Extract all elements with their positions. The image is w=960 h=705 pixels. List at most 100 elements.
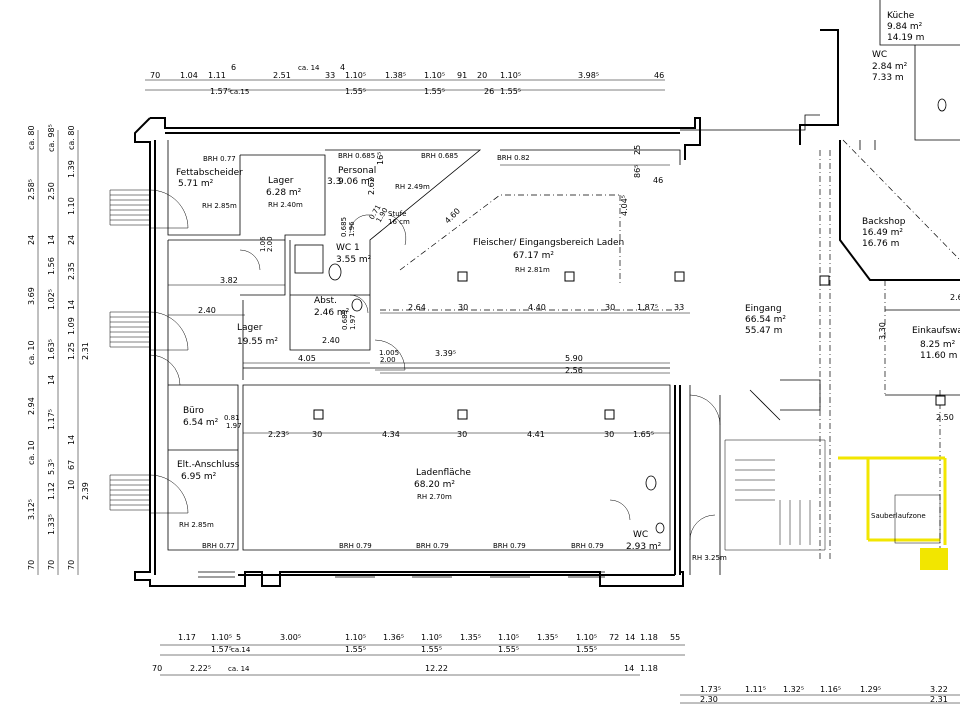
abst-name: Abst. bbox=[314, 296, 337, 306]
buero-area: 6.54 m² bbox=[183, 418, 219, 428]
dimension-label: 72 bbox=[609, 633, 619, 642]
dimension-label: 1.55⁵ bbox=[498, 645, 519, 654]
dimension-label: 5.90 bbox=[565, 354, 583, 363]
dimension-label: 14 bbox=[67, 435, 76, 445]
brh-bottom-4: BRH 0.79 bbox=[493, 542, 526, 550]
dimension-label: 1.25 bbox=[67, 342, 76, 360]
elt-name: Elt.-Anschluss bbox=[177, 460, 240, 470]
dimension-label: 24 bbox=[67, 235, 76, 245]
dimension-label: 30 bbox=[312, 430, 322, 439]
dimension-label: 30 bbox=[457, 430, 467, 439]
dimension-label: 67 bbox=[67, 460, 76, 470]
dimension-label: ca.15 bbox=[230, 88, 249, 96]
dimension-label: 1.33⁵ bbox=[47, 514, 56, 535]
dimension-label: 1.10⁵ bbox=[421, 633, 442, 642]
dimension-label: 3.69 bbox=[27, 287, 36, 305]
brh-bottom-1: BRH 0.77 bbox=[202, 542, 235, 550]
dimension-label: ca. 80 bbox=[27, 125, 36, 150]
dimension-label: 70 bbox=[47, 560, 56, 570]
elt-area: 6.95 m² bbox=[181, 472, 217, 482]
dimension-label: 1.29⁵ bbox=[860, 685, 881, 694]
dimension-label: 2.22⁵ bbox=[190, 664, 211, 673]
personal-prefix: 3.3 bbox=[327, 177, 341, 187]
door-swings bbox=[149, 189, 721, 541]
stufe-label: Stufe bbox=[388, 210, 406, 218]
dimension-label: 91 bbox=[457, 71, 467, 80]
dimension-label: 14 bbox=[625, 633, 635, 642]
kueche-area1: 9.84 m² bbox=[887, 22, 923, 32]
stairs-left bbox=[109, 189, 150, 511]
wc-door-h: 1.96 bbox=[348, 221, 356, 237]
backshop-area1: 16.49 m² bbox=[862, 228, 903, 238]
fleischer-name: Fleischer/ Eingangsbereich Laden bbox=[473, 238, 624, 248]
dimension-label: 1.55⁵ bbox=[576, 645, 597, 654]
dimension-label: ca. 10 bbox=[27, 440, 36, 465]
dimension-label: 2.35 bbox=[67, 262, 76, 280]
dimension-label: 1.12 bbox=[47, 482, 56, 500]
dimension-label: 1.55⁵ bbox=[345, 87, 366, 96]
door-buero-w: 0.81 bbox=[224, 414, 240, 422]
dimension-label: 5 bbox=[236, 633, 241, 642]
dimension-label: 1.02⁵ bbox=[47, 289, 56, 310]
dimension-label: 2.40 bbox=[198, 306, 216, 315]
dimension-label: 5.3⁵ bbox=[47, 459, 56, 475]
brh-bottom-5: BRH 0.79 bbox=[571, 542, 604, 550]
dimension-bottom-row3: 70 2.22⁵ ca. 14 12.22 14 1.18 bbox=[152, 664, 658, 673]
dimension-label: 1.65⁵ bbox=[633, 430, 654, 439]
dimension-label: 1.04 bbox=[180, 71, 198, 80]
kueche-name: Küche bbox=[887, 11, 915, 21]
dimension-label: 3.22 bbox=[930, 685, 948, 694]
dimension-label: ca. 98⁵ bbox=[47, 124, 56, 152]
dimension-label: 1.11⁵ bbox=[745, 685, 766, 694]
dimension-label: 2.64 bbox=[408, 303, 426, 312]
dimension-label: 1.10 bbox=[67, 197, 76, 215]
lager-small-rh: RH 2.40m bbox=[268, 201, 303, 209]
dimension-label: 2.39 bbox=[81, 482, 90, 500]
dimension-label: 1.36⁵ bbox=[383, 633, 404, 642]
personal-area: 9.06 m² bbox=[338, 177, 374, 187]
dimension-label: ca. 10 bbox=[27, 340, 36, 365]
wc3-area1: 2.84 m² bbox=[872, 62, 908, 72]
dimension-inner: 3.82 2.40 2.40 4.05 3.39⁵ 5.90 2.56 2.64… bbox=[198, 145, 960, 439]
sauberlaufzone-highlight bbox=[838, 456, 948, 570]
dimension-left-2: ca. 98⁵ 2.50 14 1.56 1.02⁵ 1.63⁵ 14 1.17… bbox=[47, 124, 56, 570]
dimension-top-row1: 70 1.04 1.11 6 2.51 ca. 14 4 33 1.10⁵ 1.… bbox=[150, 63, 664, 80]
personal-brh1: BRH 0.685 bbox=[338, 152, 375, 160]
dimension-label: 2.31 bbox=[81, 342, 90, 360]
backshop-name: Backshop bbox=[862, 217, 906, 227]
dimension-label: 1.10⁵ bbox=[345, 71, 366, 80]
personal-name: Personal bbox=[338, 166, 376, 176]
ladenflaeche-area: 68.20 m² bbox=[414, 480, 455, 490]
fettabscheider-brh: BRH 0.77 bbox=[203, 155, 236, 163]
dimension-label: 1.73⁵ bbox=[700, 685, 721, 694]
dimension-label: 2.60 bbox=[950, 293, 960, 302]
personal-brh2: BRH 0.685 bbox=[421, 152, 458, 160]
dimension-label: 26 bbox=[484, 87, 494, 96]
einkauf-name: Einkaufswa bbox=[912, 326, 960, 336]
wc3-name: WC bbox=[872, 50, 887, 60]
lager-big-name: Lager bbox=[237, 323, 263, 333]
wc-door-w: 0.685 bbox=[340, 217, 348, 237]
dimension-label: 24 bbox=[27, 235, 36, 245]
door-buero-h: 1.97 bbox=[226, 422, 242, 430]
dimension-label: 2.51 bbox=[273, 71, 291, 80]
wc2-area: 2.93 m² bbox=[626, 542, 662, 552]
dimension-label: 2.56 bbox=[565, 366, 583, 375]
dimension-label: ca. 14 bbox=[228, 665, 250, 673]
dimension-label: 2.30 bbox=[700, 695, 718, 704]
wc1-name: WC 1 bbox=[336, 243, 360, 253]
lager-door-w: 1.06 bbox=[259, 236, 267, 252]
dimension-label: 1.57⁵ bbox=[211, 645, 232, 654]
lager-small-name: Lager bbox=[268, 176, 294, 186]
dimension-label: 1.18 bbox=[640, 664, 658, 673]
door-lager-h: 2.00 bbox=[380, 356, 396, 364]
brh-bottom-2: BRH 0.79 bbox=[339, 542, 372, 550]
dimension-label: 1.10⁵ bbox=[498, 633, 519, 642]
eingang-area1: 66.54 m² bbox=[745, 315, 786, 325]
door-lager-w: 1.005 bbox=[379, 349, 399, 357]
dimension-label: 1.17⁵ bbox=[47, 409, 56, 430]
dimension-label: 2.62 bbox=[367, 177, 376, 195]
fettabscheider-name: Fettabscheider bbox=[176, 168, 243, 178]
dimension-top-row2: 1.57⁵ ca.15 1.55⁵ 1.55⁵ 26 1.55⁵ bbox=[210, 87, 521, 96]
fleischer-area: 67.17 m² bbox=[513, 251, 554, 261]
